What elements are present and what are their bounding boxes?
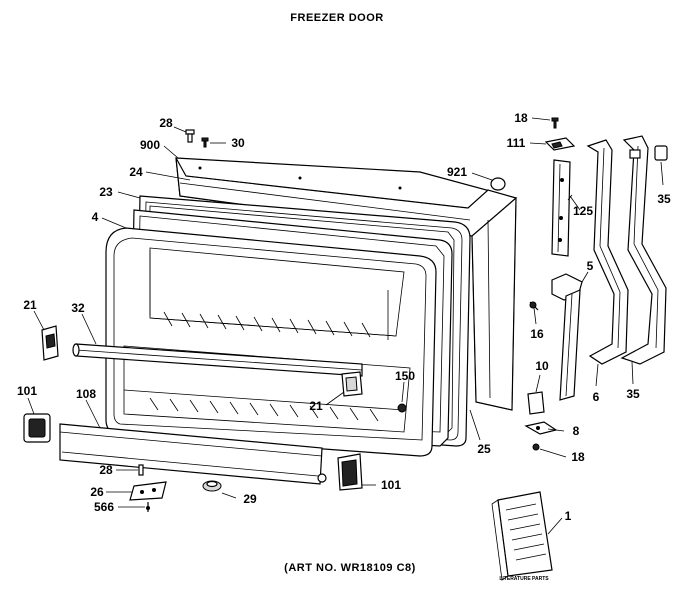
plug-29	[202, 480, 222, 492]
callout-125: 125	[573, 204, 593, 218]
bin-end-cap-right	[337, 453, 363, 491]
screw-28-bottom	[138, 464, 144, 476]
door-shelf-rail	[72, 343, 363, 377]
callout-5: 5	[587, 259, 594, 273]
screw-18-bottom	[532, 443, 540, 451]
hinge-111	[544, 137, 576, 151]
shelf-bracket-left	[41, 325, 59, 361]
screw-30	[201, 137, 209, 148]
inner-door-liner	[105, 227, 437, 457]
diagram-title: FREEZER DOOR	[290, 12, 383, 24]
bin-end-cap-left	[23, 413, 51, 443]
literature-booklet: LITERATURE PARTS	[491, 491, 553, 582]
handle-6	[586, 139, 629, 365]
callout-21-right: 21	[309, 399, 323, 413]
callout-101-left: 101	[17, 384, 37, 398]
callout-108: 108	[76, 387, 96, 401]
channel-125	[551, 159, 571, 257]
screw-566	[146, 502, 150, 512]
callout-23: 23	[99, 185, 113, 199]
part-150	[397, 403, 407, 413]
bracket-26	[129, 481, 167, 501]
callout-24: 24	[129, 165, 143, 179]
literature-caption: LITERATURE PARTS	[499, 576, 549, 582]
callout-18-top: 18	[514, 111, 528, 125]
callout-4: 4	[92, 210, 99, 224]
callout-25: 25	[477, 442, 491, 456]
part-10	[527, 391, 545, 415]
callout-30: 30	[231, 136, 245, 150]
callout-8: 8	[573, 424, 580, 438]
callout-10: 10	[535, 359, 549, 373]
callout-900: 900	[140, 138, 160, 152]
callout-21-left: 21	[23, 298, 37, 312]
callout-26: 26	[90, 485, 104, 499]
callout-18-bottom: 18	[571, 450, 585, 464]
screw-16	[529, 301, 539, 311]
callout-28-top: 28	[159, 116, 173, 130]
callout-35-bottom: 35	[626, 387, 640, 401]
shelf-bracket-right	[341, 371, 363, 397]
handle-35	[620, 135, 667, 365]
leader-lines	[27, 117, 664, 535]
callout-6: 6	[593, 390, 600, 404]
screw-18-top	[551, 117, 559, 129]
callout-28-bottom: 28	[99, 463, 113, 477]
callout-101-right: 101	[381, 478, 401, 492]
handle-cap-35	[654, 145, 668, 161]
bottom-bin-rail	[59, 423, 327, 485]
callout-150: 150	[395, 369, 415, 383]
callout-32: 32	[71, 301, 85, 315]
screw-28-top	[185, 129, 195, 143]
plug-921	[490, 177, 506, 191]
callout-921: 921	[447, 165, 467, 179]
callout-29: 29	[243, 492, 257, 506]
part-8	[524, 421, 558, 435]
art-number: (ART NO. WR18109 C8)	[284, 562, 416, 574]
lower-shelf-ridges	[149, 397, 379, 422]
callout-16: 16	[530, 327, 544, 341]
callout-566: 566	[94, 500, 114, 514]
upper-shelf-ridges	[149, 311, 397, 338]
callout-111: 111	[507, 136, 526, 150]
callout-1: 1	[565, 509, 572, 523]
hinge-bracket-5	[551, 273, 583, 401]
callout-35-top: 35	[657, 192, 671, 206]
